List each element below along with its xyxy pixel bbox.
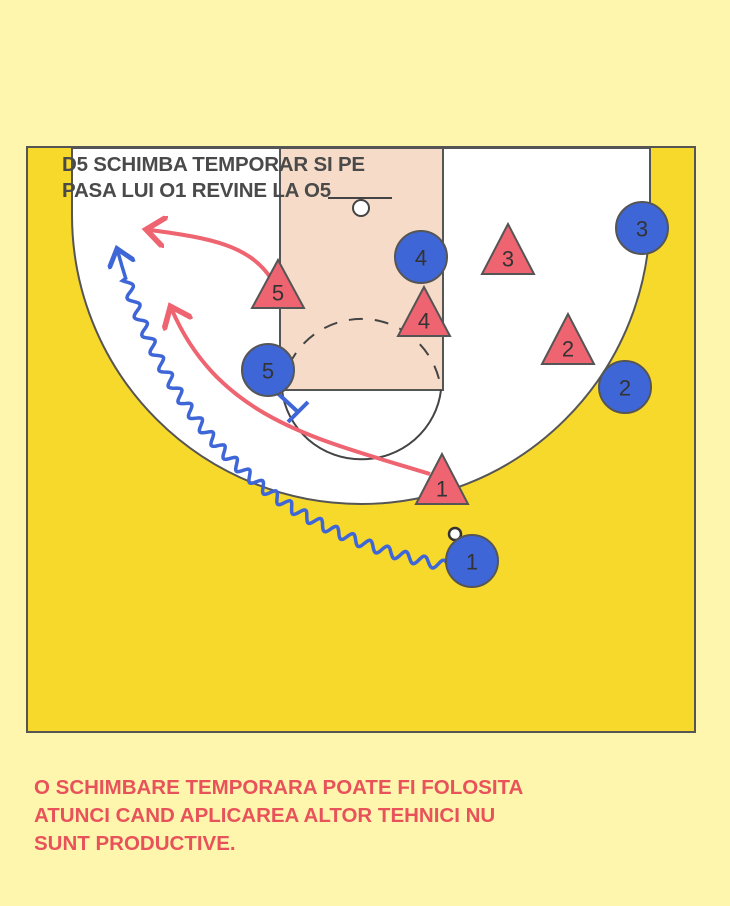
svg-text:4: 4	[418, 309, 430, 334]
title-line-2: PASA LUI O1 REVINE LA O5	[62, 179, 331, 202]
defense-player-4: 4	[396, 284, 452, 337]
svg-text:2: 2	[619, 376, 631, 401]
svg-text:3: 3	[636, 217, 648, 242]
free-throw-circle-bottom	[281, 389, 442, 461]
dribble-path	[118, 252, 450, 570]
defense-player-3: 3	[480, 221, 536, 275]
defense-player-5: 5	[250, 257, 306, 309]
note-line-1: O SCHIMBARE TEMPORARA POATE FI FOLOSITA	[34, 776, 524, 799]
offense-player-4: 4	[394, 230, 448, 284]
offense-player-3: 3	[615, 201, 669, 255]
coaching-note: O SCHIMBARE TEMPORARA POATE FI FOLOSITA …	[34, 774, 523, 858]
offense-player-5: 5	[241, 343, 295, 397]
svg-text:2: 2	[562, 337, 574, 362]
svg-text:1: 1	[466, 550, 478, 575]
note-line-3: SUNT PRODUCTIVE.	[34, 832, 236, 855]
offense-player-2: 2	[598, 360, 652, 414]
title-line-1: D5 SCHIMBA TEMPORAR SI PE	[62, 153, 365, 176]
svg-text:1: 1	[436, 477, 448, 502]
svg-text:5: 5	[272, 281, 284, 306]
play-title: D5 SCHIMBA TEMPORAR SI PE PASA LUI O1 RE…	[62, 152, 365, 204]
offense-player-1: 1	[445, 534, 499, 588]
svg-text:4: 4	[415, 246, 427, 271]
defense-player-2: 2	[540, 311, 596, 365]
ball	[447, 526, 463, 542]
svg-text:5: 5	[262, 359, 274, 384]
defense-5-move-arrow	[150, 230, 274, 282]
free-throw-circle-top	[281, 317, 442, 391]
defense-player-1: 1	[414, 451, 470, 505]
defense-1-move-arrow	[172, 310, 431, 476]
svg-text:3: 3	[502, 247, 514, 272]
note-line-2: ATUNCI CAND APLICAREA ALTOR TEHNICI NU	[34, 804, 496, 827]
basket	[352, 199, 370, 217]
